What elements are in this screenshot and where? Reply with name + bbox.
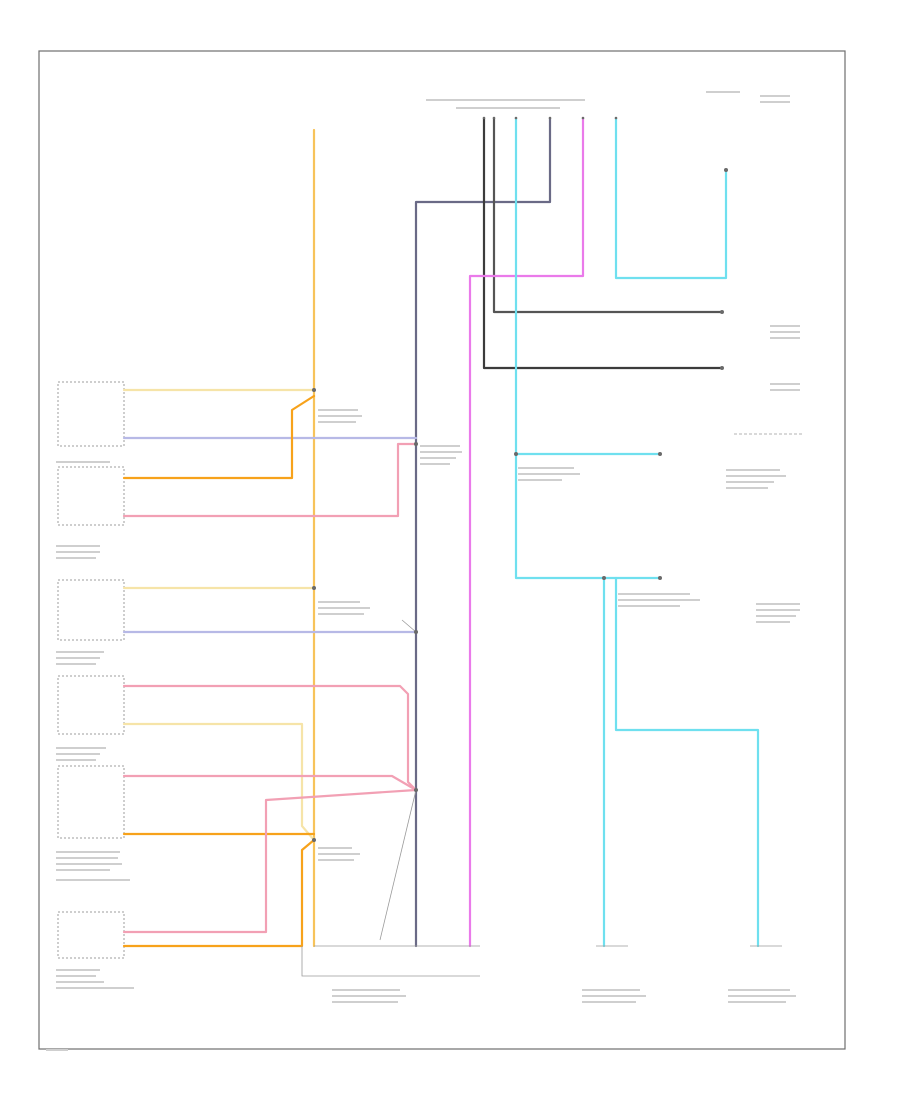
splice-11 [720, 366, 724, 370]
nodes [312, 168, 728, 842]
top-connector-pins [482, 116, 618, 120]
component-box-2 [57, 466, 125, 526]
wire-pink-4 [122, 788, 418, 934]
wires [122, 116, 760, 948]
splice-13 [658, 576, 662, 580]
component-box-5 [57, 765, 125, 839]
pin [514, 116, 518, 120]
wire-cyan-2 [614, 116, 728, 280]
component-box-4 [57, 675, 125, 735]
wire-cyan-4 [614, 576, 760, 948]
pin [492, 116, 496, 120]
wire-dark-2 [482, 116, 724, 370]
diagram-frame [38, 50, 846, 1050]
wire-orange-1 [122, 394, 316, 480]
leader-2 [401, 619, 417, 633]
splice-6 [414, 788, 418, 792]
wire-pink-3 [122, 774, 418, 792]
component-box-6 [57, 911, 125, 959]
splice-2 [312, 586, 316, 590]
leader-1 [379, 789, 417, 941]
component-box-1 [57, 381, 125, 447]
leaders [301, 433, 804, 977]
wire-magenta [468, 116, 585, 948]
splice-1 [312, 388, 316, 392]
wire-yellow-3 [122, 722, 316, 842]
pin [581, 116, 585, 120]
component-box-3 [57, 579, 125, 641]
wire-cyan-1 [514, 116, 662, 580]
splice-10 [720, 310, 724, 314]
splice-12 [658, 452, 662, 456]
splice-7 [514, 452, 518, 456]
splice-3 [312, 838, 316, 842]
pin [548, 116, 552, 120]
wire-orange-3 [122, 838, 316, 948]
wire-pink-2 [122, 684, 418, 792]
pin [482, 116, 486, 120]
wire-dark-1 [492, 116, 724, 314]
ground-bus [301, 946, 480, 977]
left-components [57, 381, 125, 959]
splice-9 [724, 168, 728, 172]
splice-4 [414, 442, 418, 446]
pin [614, 116, 618, 120]
splice-8 [602, 576, 606, 580]
fine-print [46, 91, 800, 1051]
splice-5 [414, 630, 418, 634]
wire-pink-1 [122, 442, 418, 518]
